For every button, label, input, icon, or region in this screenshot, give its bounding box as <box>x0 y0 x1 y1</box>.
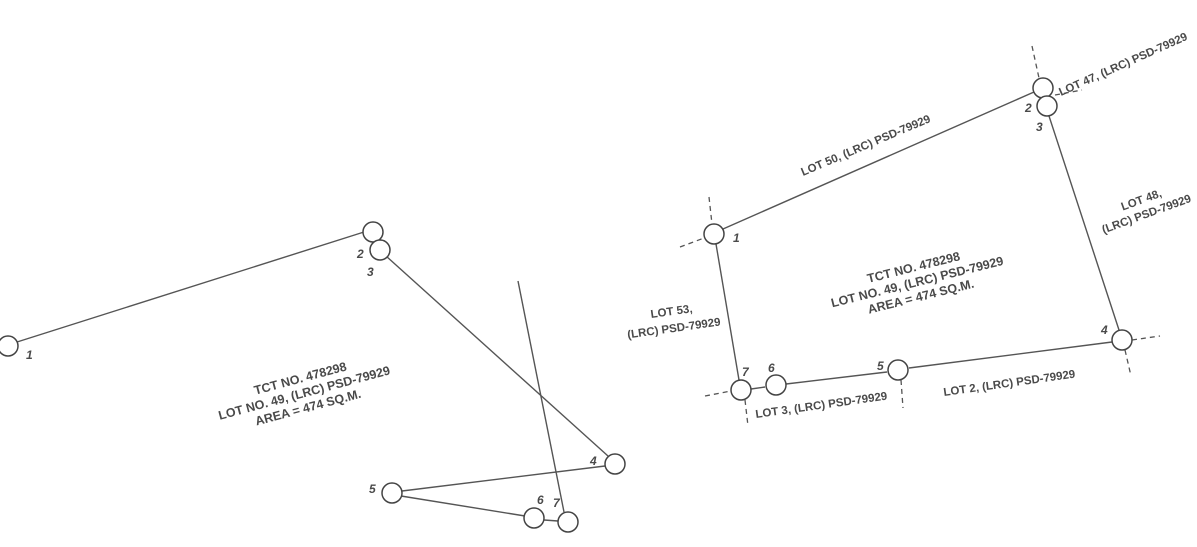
tick <box>704 390 732 397</box>
boundary-line-1-2 <box>722 91 1035 230</box>
right-lot-plot: 1 2 3 4 5 6 7 LOT 50, (LRC) PSD-79929 LO… <box>627 31 1193 427</box>
corner-label-5: 5 <box>369 482 376 496</box>
lot-53-line-2: (LRC) PSD-79929 <box>627 316 722 341</box>
corner-label-1: 1 <box>26 348 33 362</box>
corner-marker-3 <box>369 239 391 261</box>
corner-label-7: 7 <box>742 365 750 379</box>
corner-label-3: 3 <box>1036 120 1043 134</box>
corner-marker-7 <box>557 511 579 533</box>
corner-marker-1 <box>703 223 725 245</box>
tick <box>708 196 713 225</box>
corner-label-3: 3 <box>367 265 374 279</box>
tick <box>679 237 705 248</box>
boundary-line-3-4 <box>1048 115 1120 331</box>
corner-label-1: 1 <box>733 231 740 245</box>
reference-line <box>517 280 565 513</box>
corner-label-2: 2 <box>356 247 364 261</box>
corner-label-4: 4 <box>589 454 597 468</box>
lot-title-block: TCT NO. 478298 LOT NO. 49, (LRC) PSD-799… <box>217 360 392 429</box>
corner-marker-5 <box>381 482 403 504</box>
boundary-line-5-6 <box>785 371 888 385</box>
boundary-line-3-4 <box>385 255 609 457</box>
corner-marker-4 <box>1111 329 1133 351</box>
tick <box>900 379 904 409</box>
adjoining-lot-47: LOT 47, (LRC) PSD-79929 <box>1057 31 1189 99</box>
boundary-line-4-5 <box>908 341 1113 369</box>
tick <box>1131 335 1161 341</box>
adjoining-lot-2: LOT 2, (LRC) PSD-79929 <box>943 369 1076 399</box>
boundary-line-6-7 <box>750 386 766 390</box>
tick <box>1124 349 1132 377</box>
corner-marker-6 <box>765 374 787 396</box>
corner-marker-2 <box>1032 77 1054 99</box>
corner-marker-4 <box>604 453 626 475</box>
corner-marker-3 <box>1036 95 1058 117</box>
corner-marker-1 <box>0 335 19 357</box>
corner-label-6: 6 <box>768 361 775 375</box>
lot-53-line-1: LOT 53, <box>650 303 693 321</box>
corner-marker-7 <box>730 379 752 401</box>
corner-label-5: 5 <box>877 359 884 373</box>
boundary-line-4-5 <box>401 465 606 492</box>
left-lot-plot: 1 2 3 4 5 6 7 TCT NO. 478298 LOT NO. 49,… <box>0 221 626 533</box>
corner-label-4: 4 <box>1100 323 1108 337</box>
tick <box>1054 89 1083 96</box>
corner-marker-5 <box>887 359 909 381</box>
adjoining-lot-48: LOT 48, (LRC) PSD-79929 <box>1101 188 1193 237</box>
corner-marker-6 <box>523 507 545 529</box>
corner-label-2: 2 <box>1024 101 1032 115</box>
adjoining-lot-53: LOT 53, (LRC) PSD-79929 <box>627 303 722 341</box>
lot-title-block: TCT NO. 478298 LOT NO. 49, (LRC) PSD-799… <box>830 249 1005 316</box>
tick <box>1031 45 1040 79</box>
boundary-line-1-2 <box>16 231 365 343</box>
tick <box>744 399 749 427</box>
corner-label-7: 7 <box>553 496 561 510</box>
corner-label-6: 6 <box>537 493 544 507</box>
corner-marker-2 <box>362 221 384 243</box>
boundary-line-5-6 <box>400 495 526 517</box>
boundary-line-7-1 <box>715 243 740 381</box>
boundary-line-6-7 <box>543 519 559 522</box>
